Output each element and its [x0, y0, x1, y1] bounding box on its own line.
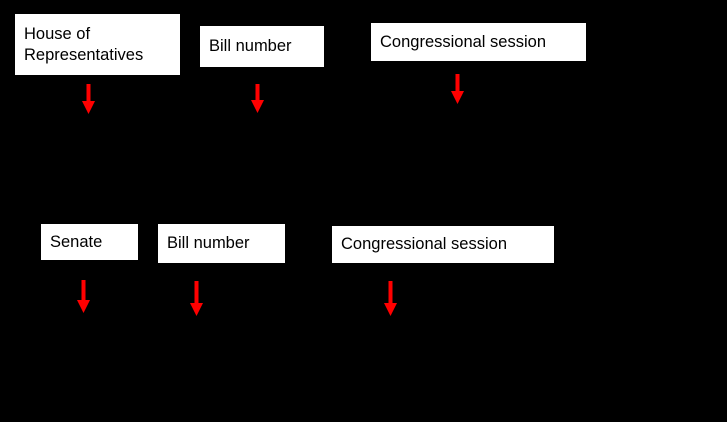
node-congressional-session-house[interactable]: Congressional session [370, 22, 587, 62]
down-arrow-icon [383, 281, 397, 316]
down-arrow-icon [250, 84, 264, 113]
node-label: House of Representatives [24, 24, 144, 64]
down-arrow-icon [450, 74, 464, 104]
node-senate[interactable]: Senate [40, 223, 139, 261]
node-label: Bill number [167, 234, 250, 253]
node-label: Congressional session [380, 32, 547, 51]
node-bill-number-house[interactable]: Bill number [199, 25, 325, 68]
down-arrow-icon [81, 84, 95, 114]
node-house-of-representatives[interactable]: House of Representatives [14, 13, 181, 76]
node-bill-number-senate[interactable]: Bill number [157, 223, 286, 264]
node-label: Congressional session [341, 235, 508, 254]
down-arrow-icon [76, 280, 90, 313]
down-arrow-icon [189, 281, 203, 316]
node-label: Senate [50, 232, 103, 251]
node-congressional-session-senate[interactable]: Congressional session [331, 225, 555, 264]
node-label: Bill number [209, 37, 292, 56]
